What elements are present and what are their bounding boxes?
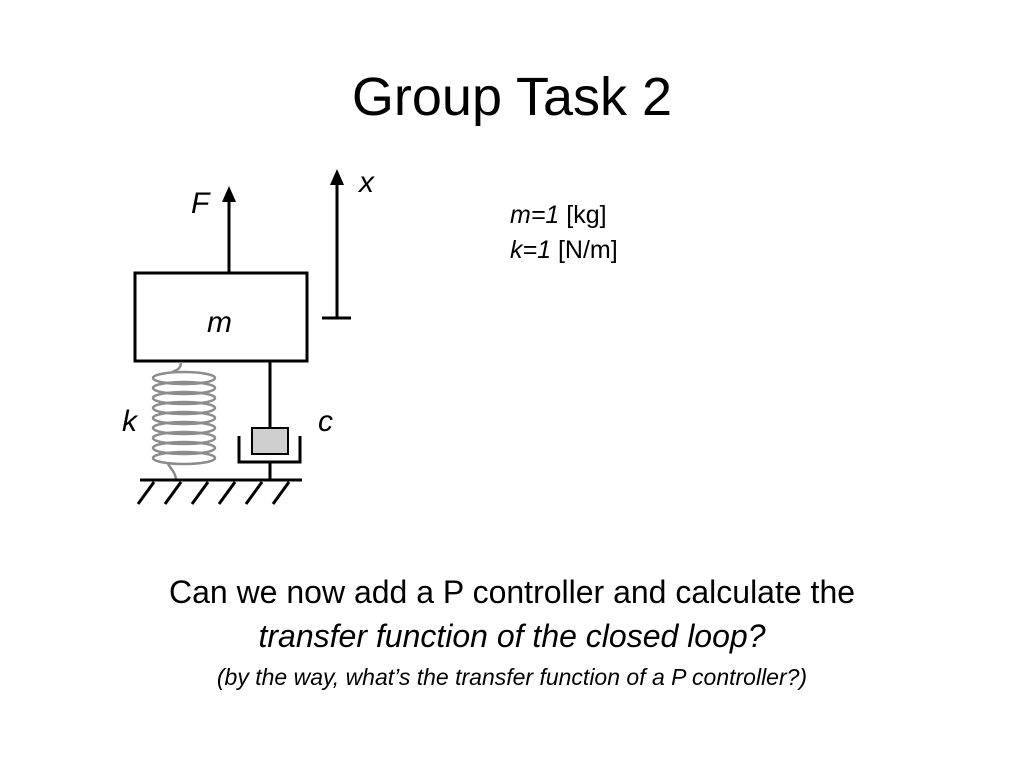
question-line-2: transfer function of the closed loop? bbox=[258, 618, 766, 654]
question-line-3: (by the way, what’s the transfer functio… bbox=[216, 664, 808, 690]
spring-parameter: k=1 [N/m] bbox=[510, 233, 618, 268]
mass-parameter-unit: [kg] bbox=[566, 201, 607, 229]
force-label: F bbox=[191, 187, 211, 220]
slide-title: Group Task 2 bbox=[351, 67, 673, 127]
question-line-1: Can we now add a P controller and calcul… bbox=[168, 574, 856, 610]
parameter-list: m=1 [kg] k=1 [N/m] bbox=[510, 198, 618, 268]
displacement-arrow bbox=[322, 169, 351, 320]
spring-parameter-symbol: k=1 bbox=[510, 236, 552, 264]
mass-label: m bbox=[207, 306, 232, 339]
ground-hatch bbox=[136, 478, 302, 505]
force-arrow bbox=[222, 186, 236, 272]
damper bbox=[237, 361, 302, 480]
damper-label: c bbox=[318, 405, 333, 438]
question-block: Can we now add a P controller and calcul… bbox=[0, 570, 1024, 696]
mass-parameter-symbol: m=1 bbox=[510, 201, 560, 229]
mass-parameter: m=1 [kg] bbox=[510, 198, 618, 233]
spring-label: k bbox=[122, 405, 139, 438]
displacement-label: x bbox=[357, 166, 375, 199]
spring bbox=[151, 361, 217, 481]
spring-parameter-unit: [N/m] bbox=[557, 236, 618, 264]
mass-block bbox=[133, 271, 309, 363]
